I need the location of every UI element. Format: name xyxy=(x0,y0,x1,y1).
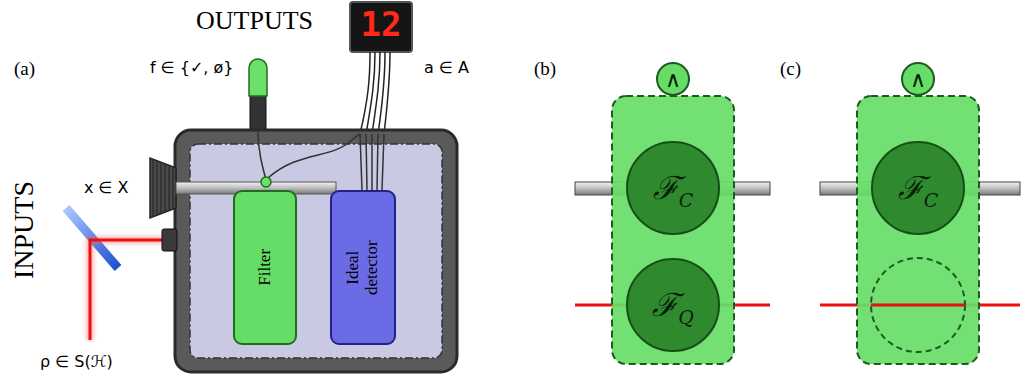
symbol-group: ℱQ xyxy=(652,282,694,328)
and-gate: ∧ xyxy=(901,62,935,96)
subscript: C xyxy=(679,189,694,211)
beam-port xyxy=(162,229,177,251)
symbol: ∧ xyxy=(910,67,926,92)
outputs-heading: OUTPUTS xyxy=(196,6,313,36)
state-label: ρ ∈ S(ℋ) xyxy=(40,352,113,371)
filter-box: Filter xyxy=(233,190,297,345)
device-housing xyxy=(175,130,457,372)
quantum-wire xyxy=(820,305,1020,306)
and-gate: ∧ xyxy=(656,62,690,96)
outcome-label: a ∈ A xyxy=(424,58,469,77)
symbol-group: ∧ xyxy=(910,67,926,92)
setting-label: x ∈ X xyxy=(84,178,129,197)
inputs-heading: INPUTS xyxy=(8,181,40,279)
quantum-wire xyxy=(871,304,965,307)
subscript: C xyxy=(924,189,939,211)
symbol-group: ℱC xyxy=(898,165,939,211)
subscript: Q xyxy=(678,306,694,328)
filter-panel xyxy=(612,96,734,364)
digital-display xyxy=(350,2,412,134)
panel-label: (c) xyxy=(780,58,801,80)
symbol-group: ℱC xyxy=(653,165,694,211)
inner-region xyxy=(190,144,442,358)
wire xyxy=(258,131,384,190)
led xyxy=(249,59,267,131)
symbol: ℱ xyxy=(653,169,679,207)
symbol-group: ∧ xyxy=(665,67,681,92)
symbol: ℱ xyxy=(652,286,678,324)
filter-panel xyxy=(857,96,979,364)
box-label: Filter xyxy=(256,249,275,286)
detector-box: Ideal detector xyxy=(330,190,396,345)
box-label: Ideal detector xyxy=(344,223,381,313)
symbol: ℱ xyxy=(898,169,924,207)
quantum-filter: ℱQ xyxy=(626,258,720,352)
led-contact xyxy=(261,177,271,187)
display-digits: 12 xyxy=(361,4,402,44)
symbol: ∧ xyxy=(665,67,681,92)
flag-label: f ∈ {✓, ø} xyxy=(150,58,233,77)
classical-filter: ℱC xyxy=(626,141,720,235)
panel-label: (b) xyxy=(534,58,556,80)
classical-filter: ℱC xyxy=(871,141,965,235)
empty-filter-slot xyxy=(871,258,965,352)
setting-knob xyxy=(150,158,176,218)
panel-label: (a) xyxy=(14,58,35,80)
